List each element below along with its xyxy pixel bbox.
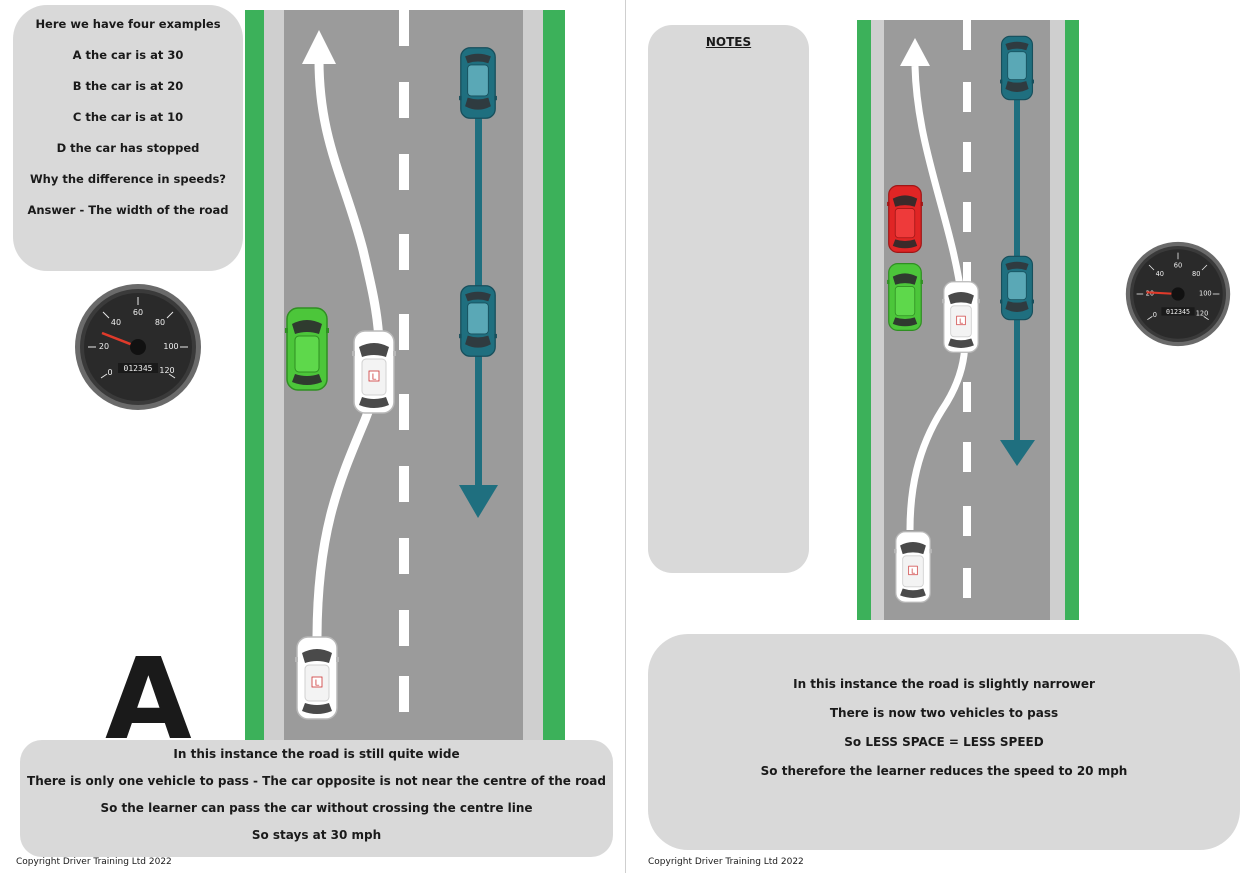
example-line: A the car is at 30 — [72, 48, 184, 62]
speedo-label: 60 — [133, 308, 143, 317]
parked-car-green — [285, 307, 329, 391]
odometer: 012345 — [1166, 308, 1190, 316]
oncoming-car-teal-2 — [459, 285, 497, 357]
explanation-line: There is only one vehicle to pass - The … — [27, 774, 606, 788]
example-letter: A — [105, 650, 192, 740]
oncoming-direction-arrow — [475, 80, 482, 490]
explanation-line: In this instance the road is still quite… — [173, 747, 460, 761]
explanation-line: So the learner can pass the car without … — [100, 801, 533, 815]
speedometer-20: 0 20 40 60 80 100 120 012345 — [1125, 241, 1231, 347]
speedo-label: 60 — [1174, 262, 1182, 270]
example-line: C the car is at 10 — [72, 110, 184, 124]
speedo-label: 0 — [1153, 311, 1157, 319]
parked-car-red — [886, 184, 924, 254]
centre-line-dashes — [399, 10, 409, 712]
notes-heading: NOTES — [705, 35, 752, 49]
notes-panel: NOTES — [648, 25, 809, 573]
speedo-label: 120 — [159, 366, 174, 375]
example-line: B the car is at 20 — [72, 79, 184, 93]
example-question: Why the difference in speeds? — [30, 172, 226, 186]
learner-car-overtaking — [352, 330, 396, 414]
example-line: D the car has stopped — [56, 141, 200, 155]
example-answer: Answer - The width of the road — [27, 203, 229, 217]
explanation-panel-wide-road: In this instance the road is still quite… — [20, 740, 613, 857]
speedo-label: 40 — [111, 318, 121, 327]
page-divider — [625, 0, 626, 873]
speedo-label: 120 — [1196, 310, 1209, 318]
road-diagram-narrower — [857, 20, 1079, 620]
oncoming-car-teal-1 — [459, 47, 497, 119]
explanation-line: In this instance the road is slightly na… — [793, 677, 1095, 691]
explanation-line: So therefore the learner reduces the spe… — [760, 764, 1128, 778]
speedo-label: 100 — [1199, 290, 1212, 298]
copyright-right: Copyright Driver Training Ltd 2022 — [648, 857, 804, 867]
explanation-line: So stays at 30 mph — [251, 828, 382, 842]
oncoming-car-teal-2 — [1000, 255, 1034, 321]
explanation-line: There is now two vehicles to pass — [829, 706, 1059, 720]
explanation-line: So LESS SPACE = LESS SPEED — [844, 735, 1044, 749]
road-diagram-wide: L — [245, 10, 565, 740]
speedo-label: 80 — [155, 318, 165, 327]
examples-title: Here we have four examples — [35, 17, 221, 31]
examples-panel: Here we have four examples A the car is … — [13, 5, 243, 271]
speedo-label: 0 — [107, 368, 112, 377]
speedometer-30: 0 20 40 60 80 100 120 012345 — [75, 284, 201, 410]
learner-car-start — [295, 636, 339, 720]
speedo-label: 80 — [1192, 270, 1200, 278]
speedo-label: 20 — [1146, 290, 1154, 298]
learner-car-overtaking — [942, 281, 980, 353]
odometer: 012345 — [124, 364, 153, 373]
learner-car-start — [894, 531, 932, 603]
speedo-label: 40 — [1156, 270, 1164, 278]
speedo-label: 20 — [99, 342, 109, 351]
oncoming-car-teal-1 — [1000, 35, 1034, 101]
explanation-panel-narrower-road: In this instance the road is slightly na… — [648, 634, 1240, 850]
parked-car-green — [886, 262, 924, 332]
copyright-left: Copyright Driver Training Ltd 2022 — [16, 857, 172, 867]
speedo-label: 100 — [163, 342, 178, 351]
